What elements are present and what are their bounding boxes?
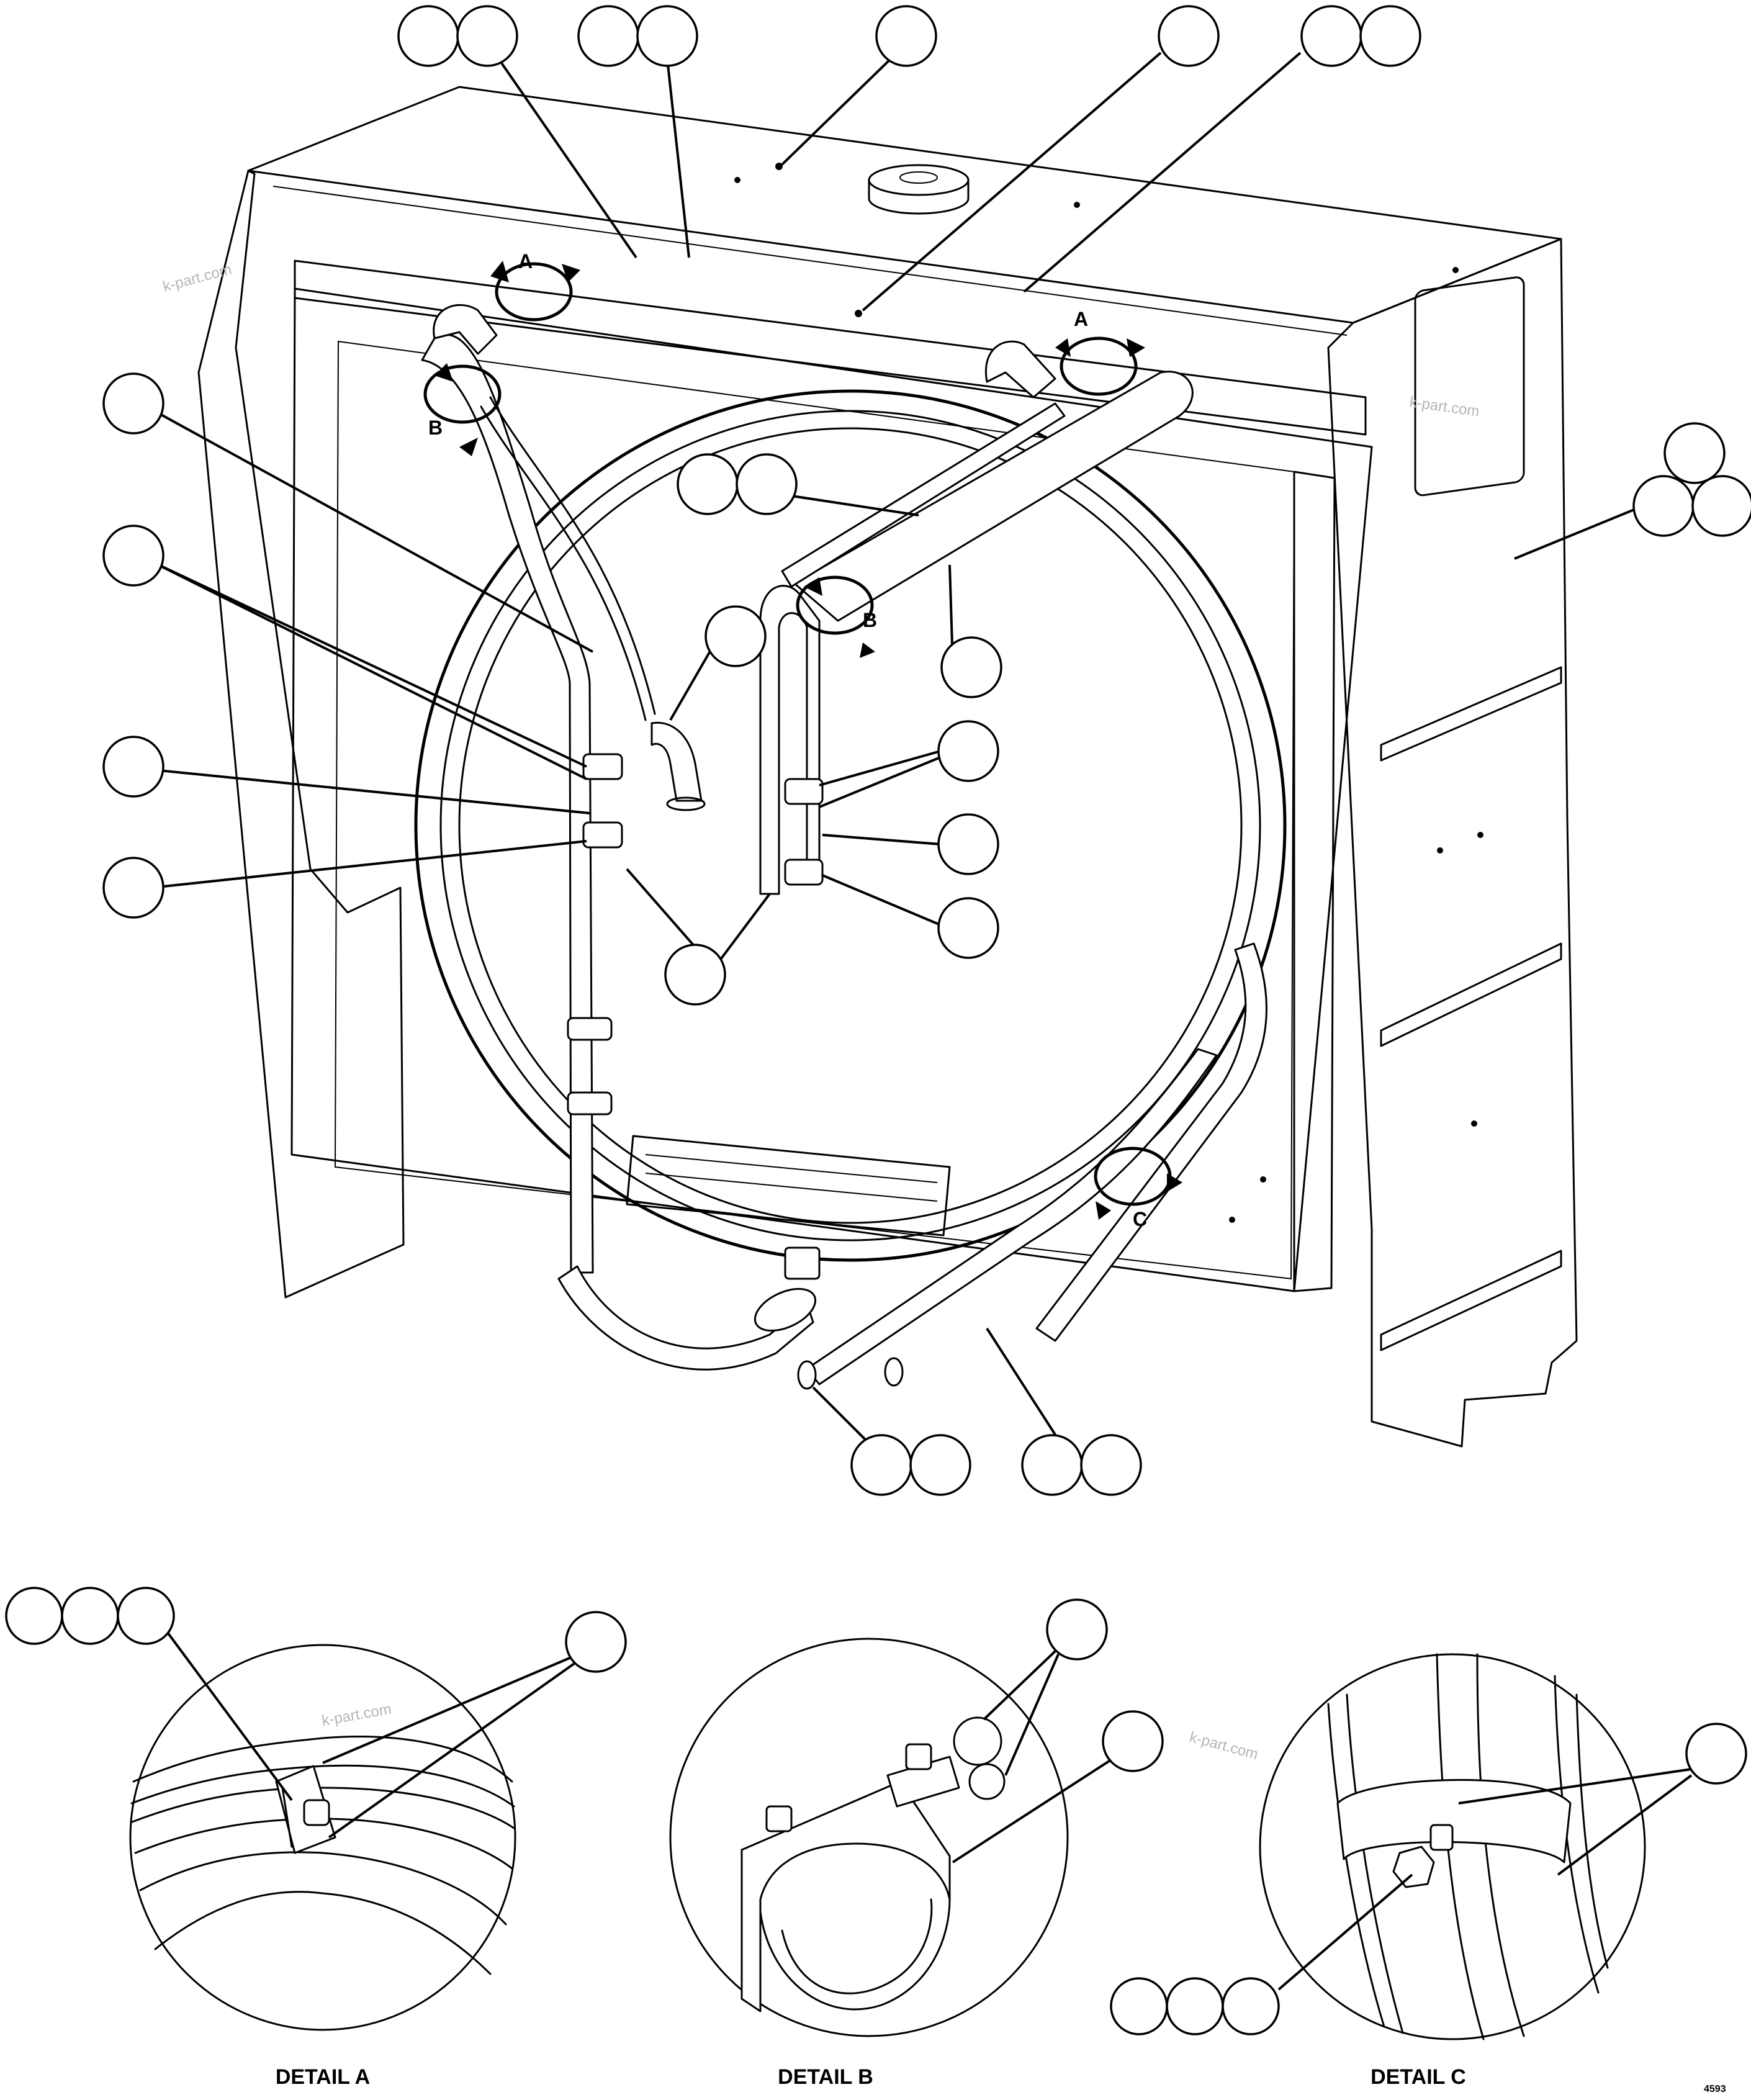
coolant-hoses: [421, 304, 1267, 1390]
view-callout-b-left: B: [428, 417, 443, 439]
detail-a-title: DETAIL A: [276, 2065, 370, 2089]
view-callout-a-right: A: [1074, 308, 1088, 330]
radiator-frame: [197, 86, 1578, 1448]
detail-b-balloons: [1046, 1598, 1164, 1772]
detail-b-title: DETAIL B: [778, 2065, 873, 2089]
detail-c-leaders: [1277, 1768, 1693, 1991]
view-callout-arrows: [423, 261, 1182, 1220]
detail-c-balloons: [1110, 1723, 1747, 2035]
detail-a-balloons: [5, 1587, 627, 1673]
watermark-text: k-part.com: [161, 261, 233, 295]
side-plate-slots: [1380, 666, 1562, 1351]
detail-a-leaders: [166, 1631, 575, 1839]
detail-c-view: [1259, 1653, 1646, 2040]
watermark-text: k-part.com: [1187, 1729, 1259, 1763]
item-balloons-main: [102, 5, 1751, 1496]
view-callout-a-left: A: [518, 250, 533, 273]
hardware-dots: [734, 163, 1483, 1223]
watermark-text: k-part.com: [320, 1701, 392, 1729]
view-callout-c: C: [1133, 1208, 1147, 1230]
drawing-code: 4593: [1704, 2084, 1726, 2094]
view-callout-b-center: B: [863, 609, 877, 631]
detail-c-title: DETAIL C: [1371, 2065, 1466, 2089]
leader-lines: [151, 52, 1636, 1460]
detail-b-leaders: [952, 1650, 1112, 1863]
fan-shroud-ring: [414, 389, 1287, 1262]
detail-b-view: [669, 1638, 1069, 2037]
detail-a-view: [129, 1644, 516, 2031]
watermark-text: k-part.com: [1408, 394, 1480, 420]
